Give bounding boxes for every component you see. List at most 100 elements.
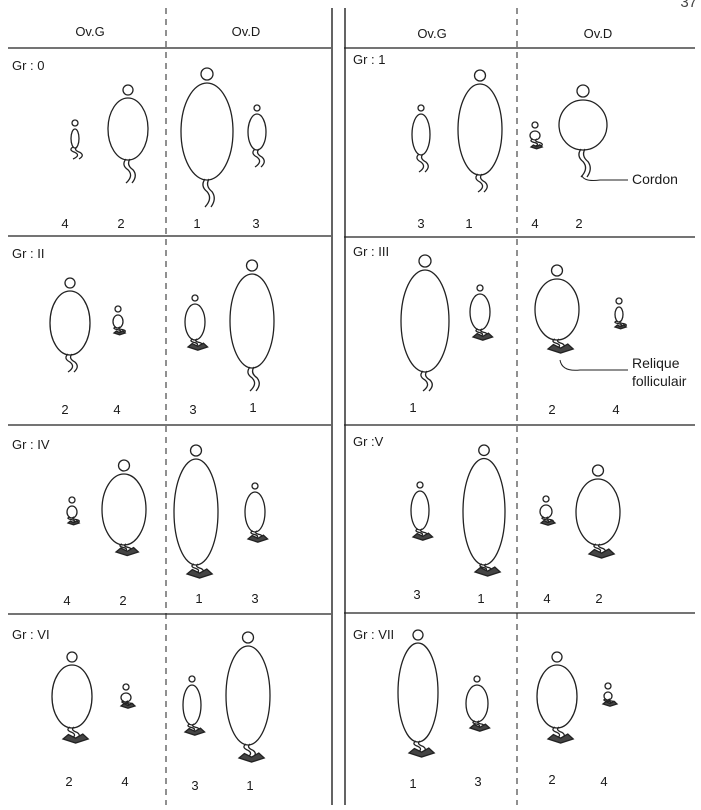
follicle-remnant bbox=[546, 733, 575, 744]
ovary-knob bbox=[253, 104, 261, 112]
ovary-shape bbox=[182, 675, 206, 736]
rank-number: 2 bbox=[61, 402, 69, 417]
ovary-cord bbox=[420, 370, 429, 392]
ovary-shape bbox=[601, 682, 619, 707]
follicle-remnant bbox=[112, 330, 127, 336]
group-label: Gr :V bbox=[353, 434, 384, 449]
ovary-knob bbox=[576, 84, 590, 98]
ovary-shape bbox=[225, 631, 271, 763]
ovary-cord bbox=[424, 370, 433, 392]
ovary-knob bbox=[68, 496, 76, 504]
ovary-knob bbox=[615, 297, 623, 305]
ovary-body bbox=[107, 97, 149, 161]
ovary-cord bbox=[420, 153, 429, 173]
ovary-body bbox=[529, 130, 541, 141]
group-label: Gr : III bbox=[353, 244, 390, 259]
rank-number: 4 bbox=[543, 591, 551, 606]
follicle-remnant bbox=[119, 702, 137, 709]
ovary-body bbox=[244, 491, 266, 533]
ovary-knob bbox=[473, 69, 487, 82]
group-label: Gr : 0 bbox=[12, 58, 45, 73]
ovary-shape bbox=[112, 305, 127, 336]
ovary-shape bbox=[107, 84, 149, 184]
ovary-shape bbox=[101, 459, 147, 557]
ovary-body bbox=[66, 505, 78, 519]
ovary-knob bbox=[531, 121, 539, 129]
ovary-knob bbox=[550, 264, 564, 277]
ovary-shape bbox=[534, 264, 580, 354]
ovary-knob bbox=[251, 482, 259, 490]
rank-number: 3 bbox=[191, 778, 199, 793]
ovary-shape bbox=[51, 651, 93, 744]
ovary-shape bbox=[465, 675, 491, 732]
ovary-knob bbox=[189, 444, 203, 457]
ovary-knob bbox=[476, 284, 484, 292]
ovary-shape bbox=[462, 444, 506, 577]
ovary-cord bbox=[74, 146, 83, 160]
ovary-knob bbox=[114, 305, 122, 313]
ovary-cord bbox=[252, 148, 261, 168]
ovary-body bbox=[112, 314, 124, 329]
follicle-remnant bbox=[601, 700, 619, 707]
ovary-body bbox=[534, 278, 580, 341]
cordon-leader-line bbox=[581, 175, 628, 181]
ovary-body bbox=[465, 684, 489, 723]
ovary-shape bbox=[613, 297, 628, 330]
rank-number: 1 bbox=[195, 591, 203, 606]
follicle-remnant bbox=[66, 520, 81, 526]
rank-number: 4 bbox=[63, 593, 71, 608]
ovary-body bbox=[49, 290, 91, 356]
rank-number: 2 bbox=[65, 774, 73, 789]
ovary-knob bbox=[71, 119, 79, 127]
ovary-body bbox=[120, 692, 132, 703]
rank-number: 4 bbox=[531, 216, 539, 231]
ovary-knob bbox=[241, 631, 255, 644]
ovary-shape bbox=[119, 683, 137, 709]
ovary-body bbox=[173, 458, 219, 566]
follicle-remnant bbox=[411, 532, 434, 541]
ovary-shape bbox=[180, 67, 234, 208]
rank-number: 1 bbox=[193, 216, 201, 231]
ovary-knob bbox=[478, 444, 490, 457]
annotation-relique-line2: folliculair bbox=[632, 373, 687, 389]
ovary-body bbox=[539, 504, 553, 519]
rank-number: 1 bbox=[409, 400, 417, 415]
ovary-body bbox=[225, 645, 271, 746]
ovary-knob bbox=[66, 651, 78, 663]
ovary-knob bbox=[473, 675, 481, 683]
rank-number: 1 bbox=[409, 776, 417, 791]
ovary-shape bbox=[536, 651, 578, 744]
ovary-body bbox=[469, 293, 491, 331]
ovary-body bbox=[457, 83, 503, 176]
rank-number: 3 bbox=[251, 591, 259, 606]
rank-number: 1 bbox=[249, 400, 257, 415]
ovary-knob bbox=[64, 277, 76, 289]
follicle-remnant bbox=[183, 727, 206, 736]
ovary-shape bbox=[469, 284, 494, 341]
ovary-body bbox=[558, 99, 608, 151]
ovary-cord bbox=[69, 353, 78, 373]
ovary-body bbox=[410, 490, 430, 531]
rank-number: 2 bbox=[548, 402, 556, 417]
ovary-shape bbox=[49, 277, 91, 373]
annotation-cordon: Cordon bbox=[632, 171, 678, 187]
rank-number: 2 bbox=[119, 593, 127, 608]
ovary-shape bbox=[457, 69, 503, 193]
follicle-remnant bbox=[546, 343, 575, 354]
ovary-body bbox=[397, 642, 439, 743]
header-left-ovg: Ov.G bbox=[75, 24, 105, 39]
ovary-knob bbox=[417, 104, 425, 112]
header-right-ovg: Ov.G bbox=[417, 26, 447, 41]
ovary-cord bbox=[530, 138, 539, 148]
ovary-body bbox=[575, 478, 621, 546]
ovary-knob bbox=[551, 651, 563, 663]
ovary-shape bbox=[66, 496, 81, 526]
follicle-remnant bbox=[246, 534, 269, 543]
ovary-body bbox=[101, 473, 147, 546]
rank-number: 4 bbox=[612, 402, 620, 417]
annotation-relique: Relique bbox=[632, 355, 680, 371]
ovary-body bbox=[184, 303, 206, 341]
ovary-knob bbox=[200, 67, 214, 81]
rank-number: 4 bbox=[121, 774, 129, 789]
